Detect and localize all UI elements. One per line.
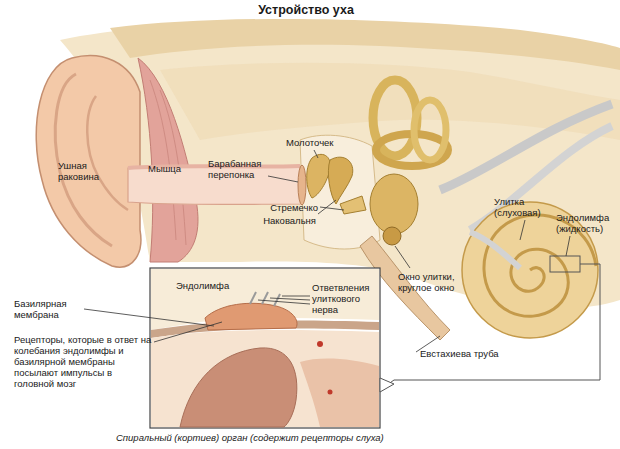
- hair-cell: [250, 292, 256, 304]
- tissue-fold: [180, 348, 297, 427]
- part-label: Евстахиева труба: [420, 348, 520, 359]
- leader-line: [520, 220, 525, 240]
- tissue: [300, 359, 379, 427]
- leader-line: [268, 176, 298, 182]
- vestibule: [370, 174, 418, 234]
- leader-line: [566, 236, 570, 256]
- incus: [328, 157, 352, 204]
- helix-fold: [55, 74, 112, 246]
- semicircular-canal: [414, 100, 446, 160]
- corti-organ: [205, 303, 297, 330]
- cochlear-nerve: [470, 232, 520, 268]
- tissue: [151, 330, 379, 427]
- inset-label: Рецепторы, которые в ответ на колебания …: [14, 334, 152, 389]
- leader-line: [270, 298, 310, 300]
- stapes: [340, 196, 366, 214]
- inset-label: Эндолимфа: [176, 280, 238, 291]
- part-label: Наковальня: [258, 215, 316, 226]
- part-label: Эндолимфа (жидкость): [556, 212, 616, 234]
- middle-ear: [300, 135, 380, 249]
- hair-cell: [274, 294, 280, 306]
- vessel: [328, 390, 333, 395]
- inset-frame: [150, 268, 380, 428]
- vessel: [317, 341, 323, 347]
- leader-line: [318, 200, 336, 214]
- leader-line: [84, 309, 214, 326]
- pointer: [380, 378, 394, 392]
- muscle-fibre: [150, 80, 176, 240]
- part-label: Мышца: [148, 163, 188, 174]
- leader-line: [282, 296, 310, 297]
- detail-connector: [380, 264, 600, 390]
- round-window: [383, 227, 401, 245]
- part-label: Молоточек: [286, 137, 348, 148]
- antihelix-fold: [87, 96, 128, 210]
- part-label: Ушная раковина: [58, 160, 110, 182]
- hair-cell: [262, 292, 268, 304]
- part-label: Стремечко: [258, 202, 318, 213]
- nerve: [440, 104, 612, 190]
- malleus: [307, 154, 331, 198]
- part-label: Улитка (слуховая): [494, 196, 552, 218]
- leader-lines: [84, 150, 570, 352]
- endolymph-area: [151, 269, 379, 330]
- leader-line: [154, 322, 222, 342]
- diagram-caption: Спиральный (кортиев) орган (содержит рец…: [116, 432, 384, 443]
- inset-label: Ответвления улиткового нерва: [312, 282, 378, 315]
- part-label: Окно улитки, круглое окно: [398, 271, 462, 293]
- muscle: [138, 58, 198, 262]
- inset-label: Базилярная мембрана: [14, 298, 84, 320]
- eardrum: [298, 165, 306, 205]
- leader-line: [258, 300, 310, 304]
- auricle: [36, 56, 141, 267]
- leader-line: [314, 150, 318, 158]
- diagram-title: Устройство уха: [0, 3, 616, 18]
- scalp-band: [110, 19, 620, 70]
- leader-line: [395, 246, 410, 268]
- detail-frame: [550, 256, 580, 272]
- part-label: Барабанная перепонка: [208, 158, 268, 180]
